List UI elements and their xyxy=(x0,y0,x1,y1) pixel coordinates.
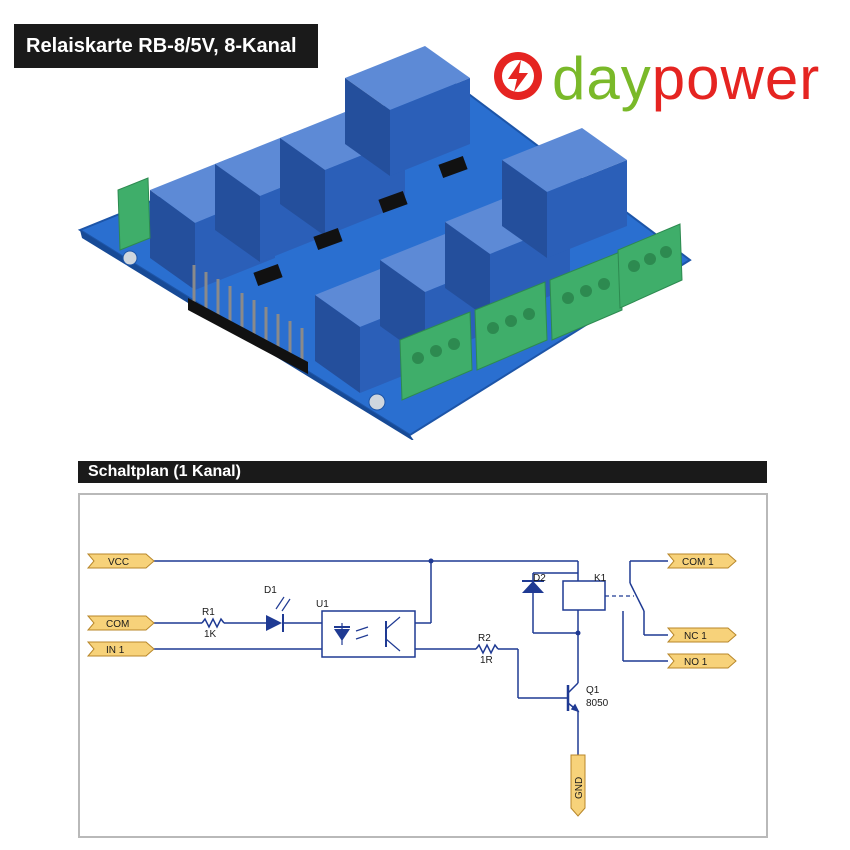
optocoupler xyxy=(313,227,343,251)
port-com1: COM 1 xyxy=(666,553,737,569)
mounting-hole xyxy=(368,393,386,411)
port-com: COM xyxy=(86,615,155,631)
relay xyxy=(345,46,470,176)
section-title: Schaltplan (1 Kanal) xyxy=(78,461,767,483)
optocoupler xyxy=(438,155,468,179)
relay-board-photo xyxy=(77,46,692,440)
page-title: Relaiskarte RB-8/5V, 8-Kanal xyxy=(14,24,318,68)
brand-logo: daypower xyxy=(490,45,840,112)
d1-led xyxy=(266,596,291,632)
port-no1-label: NO 1 xyxy=(684,657,708,668)
u1-optocoupler xyxy=(321,610,416,658)
brand-word-power: power xyxy=(651,45,821,112)
terminal-block xyxy=(617,223,683,309)
r1-name: R1 xyxy=(202,607,215,618)
port-gnd: GND xyxy=(570,754,586,817)
port-com1-label: COM 1 xyxy=(682,557,714,568)
d2-name: D2 xyxy=(533,573,546,584)
k1-name: K1 xyxy=(594,573,607,584)
terminal-block xyxy=(399,311,473,401)
port-vcc-label: VCC xyxy=(108,557,129,568)
r1-value: 1K xyxy=(204,629,217,640)
q1-name: Q1 xyxy=(586,685,600,696)
q1-value: 8050 xyxy=(586,698,609,709)
terminal-block xyxy=(549,251,623,341)
q1-transistor xyxy=(566,682,580,713)
junction-dot xyxy=(428,558,434,564)
port-vcc: VCC xyxy=(86,553,155,569)
lightning-icon xyxy=(494,52,542,100)
schematic-diagram: VCC COM IN 1 COM 1 NC 1 NO 1 GND R1 1K D… xyxy=(86,553,737,817)
brand-word-day: day xyxy=(552,45,652,112)
terminal-block xyxy=(117,177,151,251)
optocoupler xyxy=(253,263,283,287)
wires xyxy=(154,560,668,755)
schematic-frame xyxy=(78,493,768,838)
port-nc1: NC 1 xyxy=(666,627,737,643)
pin-header xyxy=(192,265,304,365)
r2-resistor xyxy=(475,643,499,655)
d1-name: D1 xyxy=(264,585,277,596)
r2-name: R2 xyxy=(478,633,491,644)
terminal-block xyxy=(474,281,548,371)
d2-diode xyxy=(522,580,544,593)
u1-name: U1 xyxy=(316,599,329,610)
r2-value: 1R xyxy=(480,655,493,666)
port-in1: IN 1 xyxy=(86,641,155,657)
junction-dot xyxy=(575,630,581,636)
r1-resistor xyxy=(201,617,225,629)
k1-relay-coil xyxy=(562,580,606,611)
optocoupler xyxy=(378,190,408,214)
port-com-label: COM xyxy=(106,619,129,630)
port-gnd-label: GND xyxy=(574,777,585,799)
relay-switch-arm xyxy=(629,582,645,612)
mounting-hole xyxy=(122,250,138,266)
brand-wordmark: daypower xyxy=(552,44,820,113)
port-nc1-label: NC 1 xyxy=(684,631,707,642)
port-no1: NO 1 xyxy=(666,653,737,669)
relay xyxy=(502,128,627,258)
port-in1-label: IN 1 xyxy=(106,645,125,656)
pin-header-base xyxy=(188,298,308,374)
